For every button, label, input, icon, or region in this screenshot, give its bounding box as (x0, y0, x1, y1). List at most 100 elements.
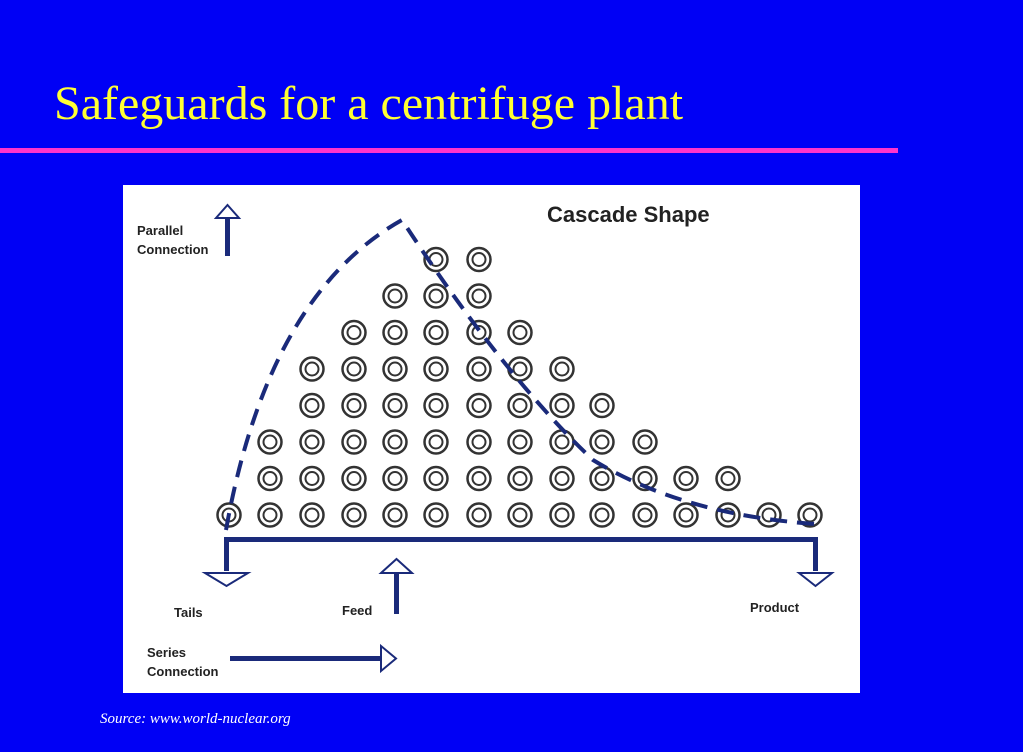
series-label-line2: Connection (147, 664, 219, 679)
centrifuge-circle (423, 356, 449, 382)
centrifuge-circle (673, 465, 699, 492)
centrifuge-circle (507, 392, 533, 419)
series-right-arrow-icon (230, 643, 398, 674)
centrifuge-circle (382, 319, 408, 346)
centrifuge-circle (341, 392, 367, 419)
centrifuge-circle (507, 502, 533, 528)
centrifuge-circle (382, 356, 408, 382)
centrifuge-circle-inner (471, 288, 487, 304)
centrifuge-circle-inner (471, 507, 487, 523)
centrifuge-circle-inner (594, 434, 610, 450)
centrifuge-circle-inner (346, 471, 362, 486)
centrifuge-circle (632, 502, 658, 528)
centrifuge-circle (423, 319, 449, 346)
feed-label: Feed (342, 603, 372, 618)
centrifuge-circle (423, 502, 449, 528)
centrifuge-circle-inner (346, 507, 362, 523)
centrifuge-circle-inner (637, 507, 653, 523)
centrifuge-circle (715, 465, 741, 492)
centrifuge-circle-inner (512, 361, 528, 377)
centrifuge-circle-inner (512, 471, 528, 486)
centrifuge-circle (466, 356, 492, 382)
centrifuge-circle (549, 356, 575, 382)
centrifuge-circle (715, 502, 741, 528)
series-label-line1: Series (147, 645, 186, 660)
centrifuge-grid (216, 246, 823, 528)
centrifuge-circle-inner (554, 398, 570, 413)
diagram-heading: Cascade Shape (547, 202, 710, 227)
parallel-label-line1: Parallel (137, 223, 183, 238)
slide-title: Safeguards for a centrifuge plant (54, 77, 684, 130)
centrifuge-circle-inner (471, 361, 487, 377)
centrifuge-circle (299, 502, 325, 528)
centrifuge-circle-inner (512, 507, 528, 523)
centrifuge-circle-inner (428, 325, 444, 340)
centrifuge-circle-inner (428, 434, 444, 450)
centrifuge-circle-inner (471, 398, 487, 413)
cascade-diagram: Cascade Shape Parallel Connection Tails (123, 185, 860, 693)
centrifuge-circle (673, 502, 699, 528)
centrifuge-circle (299, 465, 325, 492)
centrifuge-circle-inner (387, 361, 403, 377)
tails-down-arrow-icon (201, 572, 252, 588)
centrifuge-circle (549, 502, 575, 528)
centrifuge-circle-inner (304, 507, 320, 523)
parallel-label-line2: Connection (137, 242, 209, 257)
centrifuge-circle-inner (761, 507, 777, 523)
product-label: Product (750, 600, 800, 615)
centrifuge-circle-inner (512, 434, 528, 450)
centrifuge-circle (299, 392, 325, 419)
centrifuge-circle (341, 429, 367, 455)
centrifuge-circle (423, 283, 449, 309)
centrifuge-circle-inner (346, 398, 362, 413)
centrifuge-circle-inner (387, 434, 403, 450)
centrifuge-circle (507, 465, 533, 492)
centrifuge-circle-inner (554, 471, 570, 486)
centrifuge-circle-inner (387, 507, 403, 523)
centrifuge-circle (257, 502, 283, 528)
centrifuge-circle-inner (471, 434, 487, 450)
centrifuge-circle (507, 429, 533, 455)
centrifuge-circle (589, 502, 615, 528)
centrifuge-circle-inner (554, 361, 570, 377)
centrifuge-circle-inner (720, 507, 736, 523)
centrifuge-circle-inner (387, 471, 403, 486)
centrifuge-circle-inner (262, 434, 278, 450)
source-note: Source: www.world-nuclear.org (100, 711, 291, 727)
centrifuge-circle (257, 465, 283, 492)
centrifuge-circle-inner (594, 507, 610, 523)
centrifuge-circle-inner (678, 471, 694, 486)
centrifuge-circle (466, 429, 492, 455)
centrifuge-circle-inner (637, 434, 653, 450)
centrifuge-circle-inner (512, 398, 528, 413)
centrifuge-circle (466, 502, 492, 528)
centrifuge-circle-inner (304, 434, 320, 450)
parallel-up-arrow-icon (213, 203, 242, 256)
centrifuge-circle-inner (304, 398, 320, 413)
centrifuge-circle-inner (471, 252, 487, 267)
centrifuge-circle (549, 429, 575, 455)
centrifuge-circle-inner (428, 361, 444, 377)
centrifuge-circle (423, 429, 449, 455)
centrifuge-circle (466, 319, 492, 346)
centrifuge-circle (341, 465, 367, 492)
centrifuge-circle (382, 392, 408, 419)
centrifuge-circle (589, 465, 615, 492)
feed-up-arrow-icon (378, 557, 415, 614)
centrifuge-circle (466, 465, 492, 492)
centrifuge-circle (423, 392, 449, 419)
centrifuge-circle-inner (428, 507, 444, 523)
centrifuge-circle-inner (346, 434, 362, 450)
centrifuge-circle (632, 429, 658, 455)
centrifuge-circle (632, 465, 658, 492)
centrifuge-circle (797, 502, 823, 528)
centrifuge-circle-inner (346, 325, 362, 340)
centrifuge-circle-inner (554, 507, 570, 523)
centrifuge-circle (423, 465, 449, 492)
centrifuge-circle-inner (428, 398, 444, 413)
centrifuge-circle (466, 283, 492, 309)
centrifuge-circle (549, 465, 575, 492)
centrifuge-circle-inner (594, 398, 610, 413)
centrifuge-circle-inner (554, 434, 570, 450)
tails-label: Tails (174, 605, 203, 620)
